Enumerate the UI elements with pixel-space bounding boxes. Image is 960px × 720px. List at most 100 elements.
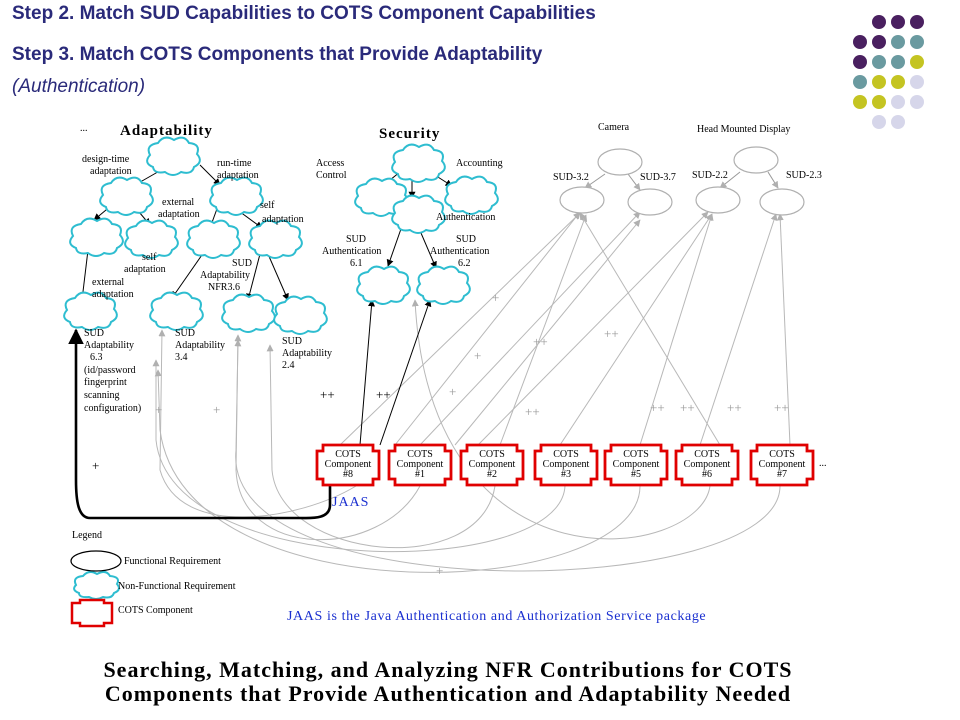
label-sud63-5: fingerprint (84, 377, 127, 388)
adaptability-title: Adaptability (120, 123, 213, 139)
label-sud34-2: Adaptability (175, 340, 225, 351)
mark-plus-5: + (213, 402, 220, 417)
label-sud63-4: (id/password (84, 365, 136, 376)
label-sud61-2: Authentication (322, 246, 381, 257)
mark-pp-6: ++ (650, 400, 665, 415)
nfr-cloud-design-time (146, 136, 201, 176)
decorative-dot (872, 15, 886, 29)
cots-label-line-3: #2 (487, 469, 497, 480)
decorative-dot (872, 75, 886, 89)
decorative-dot (910, 15, 924, 29)
label-sud24-3: 2.4 (282, 360, 295, 371)
decorative-dot (853, 55, 867, 69)
decorative-dot-grid (853, 15, 924, 129)
nfr-clouds (63, 136, 499, 600)
label-sud24-1: SUD (282, 336, 302, 347)
cots-label-line-1: COTS (479, 449, 505, 460)
decorative-dot (872, 95, 886, 109)
label-sud34-1: SUD (175, 328, 195, 339)
decorative-dot (872, 35, 886, 49)
label-sud61-1: SUD (346, 234, 366, 245)
mark-pp-9: ++ (774, 400, 789, 415)
cots8-auth62-arrow (379, 299, 432, 446)
cots-label-line-2: Component (543, 459, 590, 470)
label-run-time-2: adaptation (217, 170, 259, 181)
cots-label-line-2: Component (684, 459, 731, 470)
fr-sud23 (759, 188, 805, 216)
label-external-2: adaptation (158, 209, 200, 220)
label-sud22: SUD-2.2 (692, 170, 728, 181)
label-sud62-3: 6.2 (458, 258, 471, 269)
mark-pp-2: ++ (376, 387, 391, 402)
jaas-note: JAAS is the Java Authentication and Auth… (287, 609, 706, 624)
label-accounting: Accounting (456, 158, 503, 169)
decorative-dot (853, 35, 867, 49)
label-sud61-3: 6.1 (350, 258, 363, 269)
decorative-dot (910, 35, 924, 49)
nfr-cloud-auth61 (356, 265, 411, 305)
legend-title: Legend (72, 530, 102, 541)
cots-shape (749, 443, 815, 487)
decorative-dot (872, 115, 886, 129)
label-sud37: SUD-3.7 (640, 172, 676, 183)
ellipsis-adaptability: ... (80, 123, 88, 134)
cots-shape (533, 443, 599, 487)
decorative-dot (891, 15, 905, 29)
nfr-cloud-auth62 (416, 265, 471, 305)
mark-pp-5: ++ (525, 404, 540, 419)
nfr-cloud-sud24 (273, 295, 328, 335)
cots-shape (387, 443, 453, 487)
cots-label-line-3: #3 (561, 469, 571, 480)
label-sud-nfr-2: Adaptability (200, 270, 250, 281)
legend-nfr-cloud (73, 570, 120, 600)
cots-label-line-3: #8 (343, 469, 353, 480)
legend-cots-shape (70, 598, 114, 628)
decorative-dot (853, 95, 867, 109)
decorative-dot (872, 55, 886, 69)
cots-label-line-2: Component (469, 459, 516, 470)
cots-shape (674, 443, 740, 487)
label-sud62-1: SUD (456, 234, 476, 245)
label-sud-nfr-3: NFR3.6 (208, 282, 240, 293)
mark-pp-3: ++ (604, 326, 619, 341)
cots-label-line-1: COTS (553, 449, 579, 460)
cots-label-line-1: COTS (694, 449, 720, 460)
label-self-mid-2: adaptation (124, 264, 166, 275)
fr-camera (597, 148, 643, 176)
nfr-cloud-self-right (248, 219, 303, 259)
legend-functional: Functional Requirement (124, 556, 221, 567)
jaas-contribution-arrow (68, 328, 332, 520)
label-hmd: Head Mounted Display (697, 124, 790, 135)
label-design-time-2: adaptation (90, 166, 132, 177)
mark-plus-3: + (449, 384, 456, 399)
mark-plus-jaas: + (92, 458, 99, 473)
label-self-right-1: self (260, 200, 275, 211)
decorative-dot (891, 35, 905, 49)
jaas-label: JAAS (332, 495, 369, 510)
mark-plus-2: + (474, 348, 481, 363)
label-authentication: Authentication (436, 212, 495, 223)
mark-plus-4: + (155, 402, 162, 417)
decorative-dot (910, 75, 924, 89)
fr-sud22 (695, 186, 741, 214)
label-run-time-1: run-time (217, 158, 252, 169)
fr-hmd (733, 146, 779, 174)
label-sud63-3: 6.3 (90, 352, 103, 363)
label-sud32: SUD-3.2 (553, 172, 589, 183)
nfr-cloud-sud34 (149, 291, 204, 331)
cots8-auth61-arrow (359, 299, 375, 446)
label-sud63-2: Adaptability (84, 340, 134, 351)
nfr-cloud-accounting (444, 175, 499, 215)
cots-shape (459, 443, 525, 487)
label-sud62-2: Authentication (430, 246, 489, 257)
decorative-dot (853, 75, 867, 89)
label-sud63-1: SUD (84, 328, 104, 339)
cots-label-line-1: COTS (335, 449, 361, 460)
caption-line-2: Components that Provide Authentication a… (105, 681, 791, 706)
legend-nonfunctional: Non-Functional Requirement (118, 581, 236, 592)
